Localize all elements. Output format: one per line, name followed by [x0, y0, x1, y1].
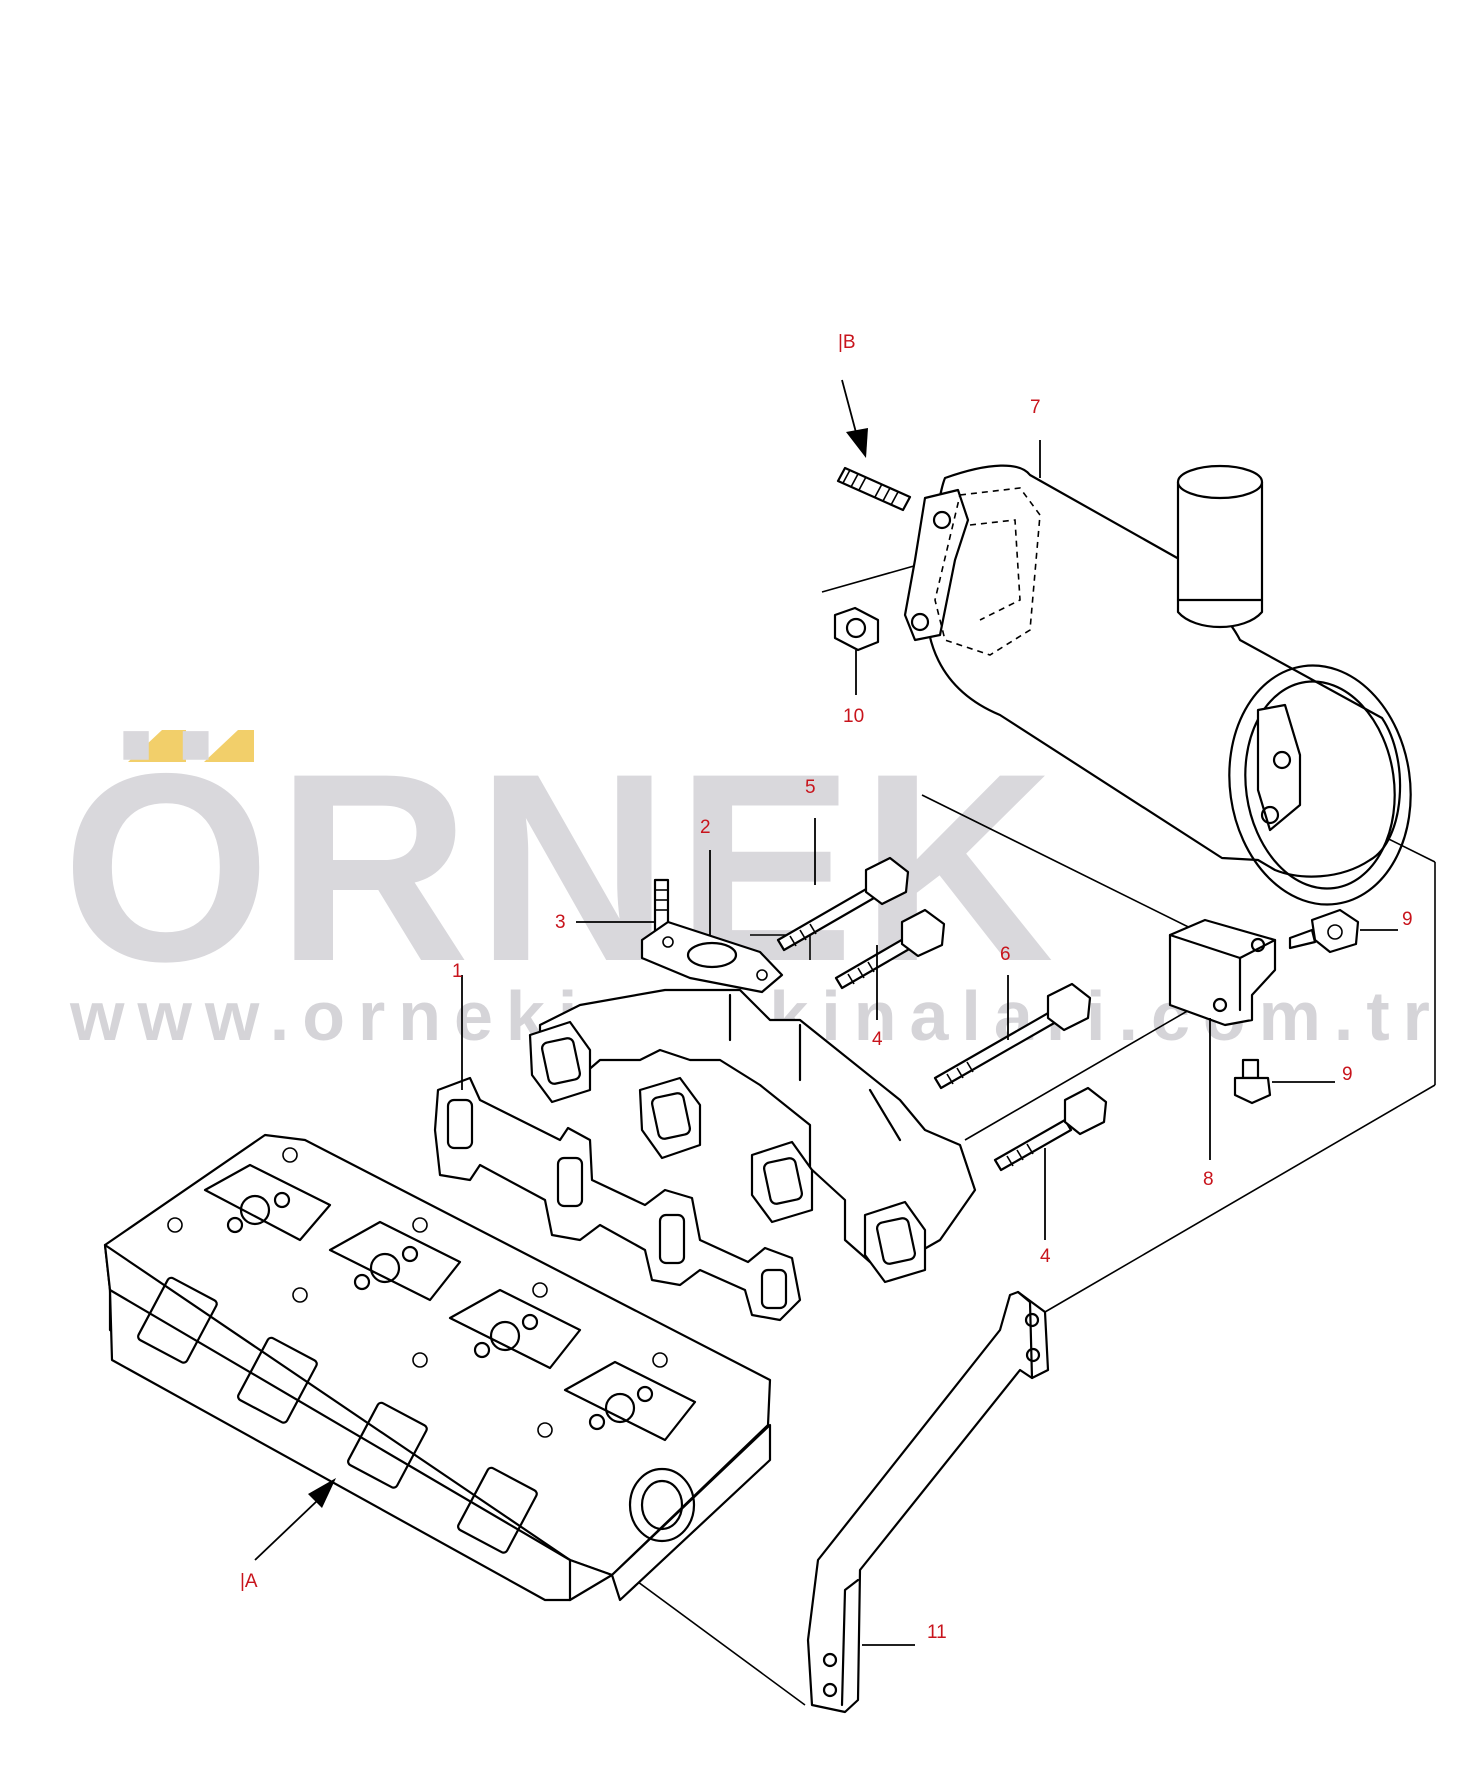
callout-leaders: [461, 440, 1398, 1646]
bolt-5: [776, 856, 910, 952]
callout-10: 10: [843, 706, 864, 727]
watermark-brand: ÖRNEK: [62, 717, 1060, 1017]
callout-2: 2: [700, 817, 711, 838]
bolt-4-lower: [993, 1086, 1108, 1172]
callout-3: 3: [555, 912, 566, 933]
callout-5: 5: [805, 777, 816, 798]
callout-8: 8: [1203, 1169, 1214, 1190]
mounting-bracket-8: [1168, 918, 1277, 1027]
cylinder-head: [103, 1133, 772, 1602]
bolt-4-upper: [834, 908, 946, 990]
callout-labels: 1 2 3 4 4 5 6 7 8 9 9 10 11 |A |B: [240, 332, 1413, 1643]
callout-6: 6: [1000, 944, 1011, 965]
muffler: [903, 464, 1412, 906]
reference-a: |A: [240, 1571, 258, 1592]
exhaust-manifold: [528, 988, 977, 1284]
bolt-9-upper: [1288, 908, 1360, 954]
reference-b: |B: [838, 332, 856, 353]
exhaust-gasket-1: [433, 1076, 802, 1322]
callout-9-upper: 9: [1402, 909, 1413, 930]
callout-4-upper: 4: [872, 1029, 883, 1050]
stud: [836, 466, 912, 512]
callout-1: 1: [452, 961, 463, 982]
bolt-9-lower: [1233, 1058, 1272, 1105]
ref-b-arrowhead: [846, 428, 868, 458]
stud-and-nut: [833, 379, 912, 652]
bolt-6: [933, 982, 1092, 1090]
callout-11: 11: [927, 1622, 947, 1643]
ref-a-arrowhead: [308, 1478, 336, 1508]
umlaut-accent-left: [128, 730, 186, 762]
flange-gasket-2: [640, 920, 784, 994]
support-bracket-11: [806, 1290, 1050, 1714]
nut-10: [833, 606, 880, 652]
callout-9-lower: 9: [1342, 1064, 1353, 1085]
callout-7: 7: [1030, 397, 1041, 418]
callout-4-lower: 4: [1040, 1246, 1051, 1267]
umlaut-accent-right: [204, 730, 254, 762]
